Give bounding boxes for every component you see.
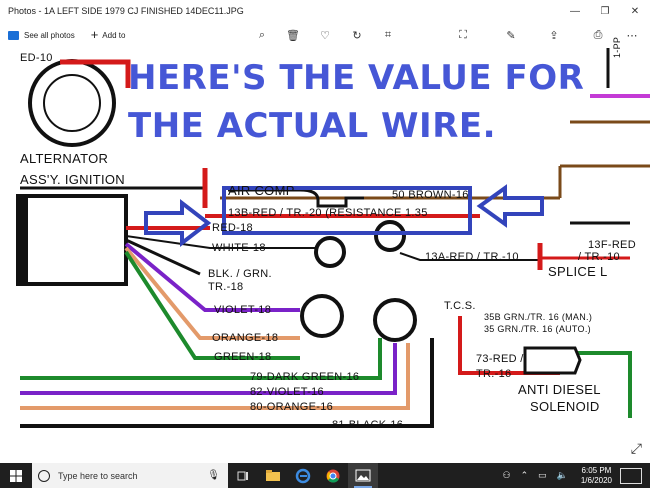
- windows-icon: [10, 469, 22, 482]
- network-icon[interactable]: ▭: [538, 470, 547, 480]
- label-grn-auto: 35 GRN./TR. 16 (AUTO.): [484, 324, 591, 334]
- label-red18: RED-18: [212, 222, 253, 234]
- add-to-button[interactable]: + Add to: [90, 27, 126, 42]
- label-ed10: ED-10: [20, 52, 53, 64]
- delete-icon[interactable]: 🗑: [286, 29, 300, 42]
- label-solenoid: SOLENOID: [530, 399, 600, 414]
- ignition-module: [16, 194, 128, 286]
- taskbar-search[interactable]: Type here to search 🎙: [32, 463, 228, 488]
- window-title: Photos - 1A LEFT SIDE 1979 CJ FINISHED 1…: [8, 6, 244, 16]
- label-air-comp: AIR COMP: [228, 183, 295, 198]
- annotation-caption: HERE'S THE VALUE FOR THE ACTUAL WIRE.: [128, 58, 585, 146]
- expand-icon[interactable]: ⤢: [630, 440, 642, 456]
- connector-1: [314, 236, 346, 268]
- label-dark-green: 79-DARK GREEN-16: [250, 371, 360, 383]
- label-splice: SPLICE L: [548, 264, 608, 279]
- plus-icon: +: [90, 27, 99, 42]
- title-bar: Photos - 1A LEFT SIDE 1979 CJ FINISHED 1…: [0, 0, 650, 22]
- edit-icon[interactable]: ✎: [506, 29, 516, 42]
- chrome-icon[interactable]: [318, 463, 348, 488]
- label-violet16: 82-VIOLET-16: [250, 386, 324, 398]
- label-anti-diesel: ANTI DIESEL: [518, 382, 601, 397]
- label-tr13f: / TR.-10: [578, 251, 620, 263]
- zoom-icon[interactable]: ⌕: [258, 28, 266, 41]
- microphone-icon[interactable]: 🎙: [207, 470, 220, 481]
- label-pp: 1-PP: [612, 36, 622, 58]
- arrow-left-icon: [476, 184, 544, 228]
- see-all-photos-label: See all photos: [24, 30, 75, 40]
- red-wire-top: [60, 59, 131, 88]
- people-icon[interactable]: ⚇: [502, 470, 511, 480]
- close-button[interactable]: ✕: [630, 5, 640, 17]
- connector-4: [373, 298, 417, 342]
- task-view-icon[interactable]: [228, 463, 258, 488]
- toolbar: See all photos + Add to ⌕ 🗑 ♡ ↻ ⌗ ⛶ ✎ ⇪ …: [0, 22, 650, 48]
- cortana-icon: [38, 469, 50, 482]
- label-red-tr-20: 13B-RED / TR.-20 (RESISTANCE 1.35: [228, 207, 428, 219]
- photo-canvas[interactable]: HERE'S THE VALUE FOR THE ACTUAL WIRE. ED…: [0, 37, 650, 463]
- label-tr16: TR.-16: [476, 368, 512, 380]
- share-icon[interactable]: ⇪: [549, 29, 559, 42]
- label-black16: 81-BLACK-16: [332, 419, 404, 431]
- label-alternator: ALTERNATOR: [20, 151, 109, 166]
- label-blk-grn: BLK. / GRN.: [208, 268, 272, 280]
- photos-app-icon[interactable]: [348, 463, 378, 488]
- clock-time: 6:05 PM: [581, 465, 612, 475]
- clock[interactable]: 6:05 PM 1/6/2020: [581, 466, 612, 486]
- file-explorer-icon[interactable]: [258, 463, 288, 488]
- label-orange16: 80-ORANGE-16: [250, 401, 334, 413]
- label-red13f: 13F-RED: [588, 239, 636, 251]
- volume-icon[interactable]: 🔈: [556, 470, 568, 480]
- rotate-icon[interactable]: ↻: [352, 29, 362, 42]
- alternator-shape: [28, 59, 116, 147]
- label-white18: WHITE-18: [212, 242, 266, 254]
- label-red73: 73-RED /: [476, 353, 524, 365]
- notification-icon[interactable]: [620, 467, 642, 484]
- label-orange18: ORANGE-18: [212, 332, 279, 344]
- label-assy-ignition: ASS'Y. IGNITION: [20, 172, 125, 187]
- label-grn-man: 35B GRN./TR. 16 (MAN.): [484, 312, 593, 322]
- minimize-button[interactable]: —: [570, 5, 580, 17]
- maximize-button[interactable]: ❐: [600, 5, 610, 17]
- label-green18: GREEN-18: [214, 351, 272, 363]
- add-to-label: Add to: [102, 30, 126, 40]
- enhance-icon[interactable]: ⛶: [459, 28, 467, 41]
- search-placeholder: Type here to search: [58, 470, 138, 481]
- label-tr18: TR.-18: [208, 281, 244, 293]
- photos-icon: [8, 30, 19, 40]
- crop-icon[interactable]: ⌗: [384, 28, 392, 41]
- start-button[interactable]: [0, 463, 32, 488]
- favorite-icon[interactable]: ♡: [320, 29, 330, 42]
- connector-3: [300, 294, 344, 338]
- label-violet18: VIOLET-18: [214, 304, 272, 316]
- clock-date: 1/6/2020: [580, 475, 612, 485]
- system-tray: ⚇ ⌃ ▭ 🔈 6:05 PM 1/6/2020: [498, 466, 650, 486]
- label-brown: 50 BROWN-16: [392, 189, 469, 201]
- taskbar: Type here to search 🎙 ⚇ ⌃ ▭ 🔈 6:05 PM 1/…: [0, 463, 650, 488]
- arrow-right-icon: [144, 198, 212, 248]
- highlight-box: [222, 186, 472, 235]
- anti-diesel-solenoid: [523, 346, 582, 375]
- print-icon[interactable]: ⎙: [593, 28, 603, 41]
- more-icon[interactable]: ⋯: [626, 29, 638, 42]
- label-tcs: T.C.S.: [444, 300, 476, 312]
- chevron-up-icon[interactable]: ⌃: [520, 470, 529, 480]
- wiring-diagram: [16, 48, 650, 428]
- edge-icon[interactable]: [288, 463, 318, 488]
- see-all-photos-button[interactable]: See all photos: [8, 30, 75, 40]
- connector-2: [374, 220, 406, 252]
- label-red-tr-10: 13A-RED / TR.-10: [425, 251, 519, 263]
